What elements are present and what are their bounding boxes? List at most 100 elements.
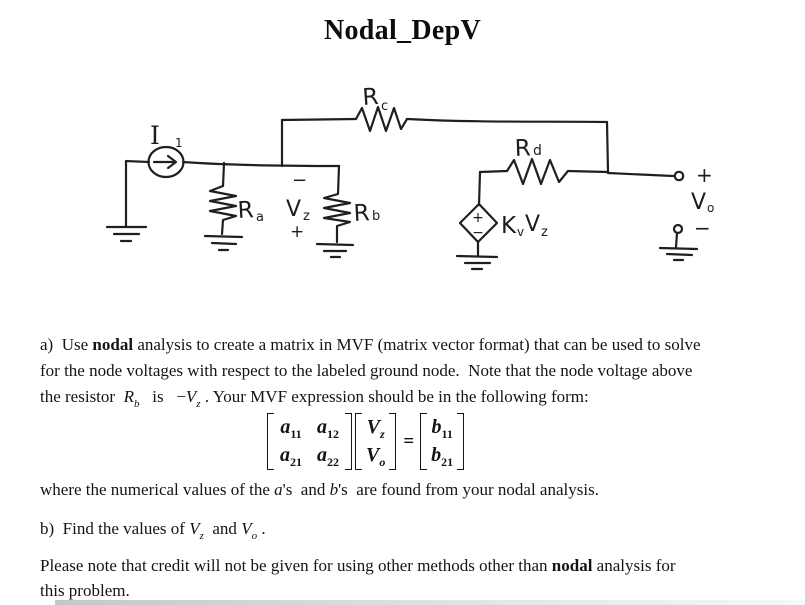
entry-subscript: z xyxy=(380,426,385,441)
part-b-line: b) Find the values of Vz and Vo . xyxy=(40,516,800,542)
part-b-text: Find the values of xyxy=(54,519,190,538)
math-vz-symbol: V xyxy=(189,519,200,538)
paragraph-note: Please note that credit will not be give… xyxy=(40,553,800,603)
paragraph-where: where the numerical values of the a's an… xyxy=(40,477,800,503)
note-line1: Please note that credit will not be give… xyxy=(40,553,800,578)
ground-bar-mid xyxy=(210,241,238,246)
where-text: 's and xyxy=(282,480,330,499)
coefficient-matrix: a11 a12 a21 a22 xyxy=(274,413,345,470)
vector-bracket-right xyxy=(389,413,397,470)
ground-symbol-dep-source xyxy=(455,254,499,271)
kvvz-label-v: V xyxy=(525,212,540,237)
entry-base: a xyxy=(317,415,327,438)
matrix-entry-a12: a12 xyxy=(317,415,339,441)
rd-label: R xyxy=(514,135,531,162)
math-b-symbol: b xyxy=(329,480,339,499)
rc-label: R xyxy=(362,84,380,111)
note-text: Please note that credit will not be give… xyxy=(40,556,552,575)
resistor-rd-zigzag xyxy=(505,157,570,186)
output-terminal-vo: + V o − xyxy=(672,163,714,249)
entry-subscript: o xyxy=(379,455,386,470)
part-a-lead: a) xyxy=(40,335,54,354)
entry-subscript: 21 xyxy=(290,455,302,470)
equals-sign: = xyxy=(403,430,415,452)
entry-base: b xyxy=(431,415,442,438)
resistor-ra-zigzag xyxy=(208,161,238,236)
math-a-symbol: a xyxy=(274,480,283,499)
terminal-stem xyxy=(674,231,679,249)
vector-entry-vz: Vz xyxy=(366,415,385,441)
ra-label: R xyxy=(237,197,254,224)
ground-bar-long xyxy=(455,254,499,259)
kvvz-label-k: K xyxy=(501,213,517,239)
math-negative-sign: − xyxy=(176,387,186,406)
math-rb-subscript: b xyxy=(133,398,140,410)
part-a-line3: the resistor Rb is −Vz . Your MVF expres… xyxy=(40,384,800,410)
unknown-vector: Vz Vo xyxy=(362,413,389,470)
paragraph-part-a: a) Use nodal analysis to create a matrix… xyxy=(40,332,800,410)
where-text: 's are found from your nodal analysis. xyxy=(338,480,599,499)
part-a-text: Use xyxy=(53,335,93,354)
dep-source-plus-sign: + xyxy=(472,210,484,226)
wire-rd-left xyxy=(478,169,509,174)
paragraph-part-b: b) Find the values of Vz and Vo . xyxy=(40,516,800,542)
part-a-text: . Your MVF expression should be in the f… xyxy=(200,387,589,406)
part-a-text: for the node voltages with respect to th… xyxy=(40,361,693,380)
vz-label: V xyxy=(286,197,301,222)
vo-minus-sign: − xyxy=(694,216,711,240)
vector-entry-b11: b11 xyxy=(431,415,453,440)
part-a-text: analysis to create a matrix in MVF (matr… xyxy=(133,335,701,354)
entry-base: V xyxy=(366,415,380,438)
math-rb-symbol: R xyxy=(123,387,134,406)
resistor-rc: R c xyxy=(354,84,409,133)
part-b-text: . xyxy=(257,519,266,538)
matrix-bracket-left xyxy=(267,413,274,470)
part-b-text: and xyxy=(203,519,242,538)
mvf-matrix-equation: a11 a12 a21 a22 Vz Vo = b11 b21 xyxy=(267,413,465,470)
kvvz-label-v-subscript: z xyxy=(541,225,548,240)
part-b-lead: b) xyxy=(40,519,55,538)
entry-base: a xyxy=(280,415,291,438)
math-vz-subscript: z xyxy=(196,398,201,410)
ground-symbol-left xyxy=(105,225,148,243)
terminal-circle-bottom xyxy=(672,223,684,235)
matrix-entry-a11: a11 xyxy=(280,415,301,440)
entry-base: a xyxy=(280,444,290,467)
note-text: analysis for xyxy=(592,556,676,575)
ra-label-subscript: a xyxy=(256,210,264,225)
terminal-circle-top xyxy=(673,170,685,182)
vo-label-subscript: o xyxy=(707,201,714,215)
part-a-text: the resistor xyxy=(40,387,124,406)
i1-label-subscript: 1 xyxy=(175,136,183,150)
dep-source-stem-up xyxy=(477,170,482,207)
ground-symbol-output xyxy=(658,246,699,262)
current-source-i1: I 1 xyxy=(147,121,185,179)
nodal-bold: nodal xyxy=(551,556,593,575)
entry-subscript: 12 xyxy=(327,426,339,441)
vz-label-subscript: z xyxy=(303,209,310,224)
matrix-entry-a21: a21 xyxy=(280,444,302,470)
entry-base: a xyxy=(317,444,327,467)
page-bottom-edge xyxy=(55,600,805,605)
page-title: Nodal_DepV xyxy=(323,15,481,46)
rb-label-subscript: b xyxy=(372,209,380,224)
ground-bar-mid xyxy=(665,252,694,257)
entry-base: b xyxy=(431,444,442,467)
rhs-vector: b11 b21 xyxy=(427,413,457,470)
entry-base: V xyxy=(366,444,380,467)
math-vz-symbol: V xyxy=(185,387,197,406)
part-a-line2: for the node voltages with respect to th… xyxy=(40,358,800,384)
wire-node1 xyxy=(181,160,341,168)
where-line-text: where the numerical values of the a's an… xyxy=(40,477,800,503)
wire-top-left xyxy=(280,117,358,122)
vz-minus-sign: − xyxy=(292,170,307,191)
wire-top-right xyxy=(405,117,609,124)
vo-plus-sign: + xyxy=(696,163,713,187)
circuit-diagram: I 1 R a R c − V z + xyxy=(105,84,714,271)
note-text: this problem. xyxy=(40,581,130,600)
rhs-bracket-left xyxy=(420,413,428,470)
ground-symbol-ra xyxy=(203,234,244,252)
rhs-bracket-right xyxy=(457,413,465,470)
dep-source-minus-sign: − xyxy=(472,225,484,241)
